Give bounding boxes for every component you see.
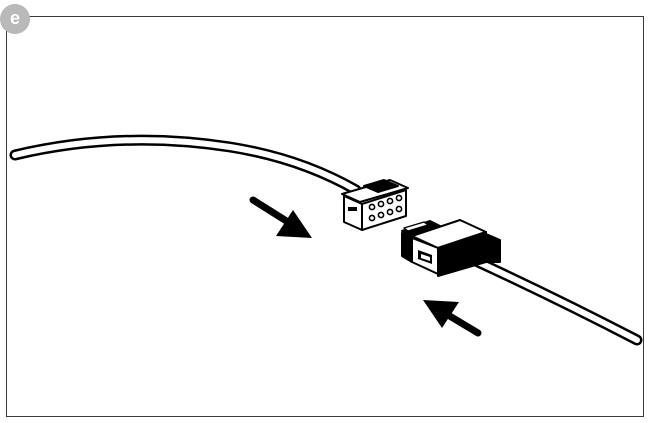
arrow-down-right-icon: [249, 196, 312, 238]
jack-contacts: [368, 194, 403, 222]
step-badge: e: [0, 4, 30, 34]
right-cable: [472, 256, 643, 346]
left-cable: [9, 134, 362, 196]
female-jack: [341, 179, 409, 231]
arrow-up-left-icon: [423, 300, 482, 337]
diagram-frame: [6, 16, 644, 417]
male-plug: [401, 219, 501, 277]
